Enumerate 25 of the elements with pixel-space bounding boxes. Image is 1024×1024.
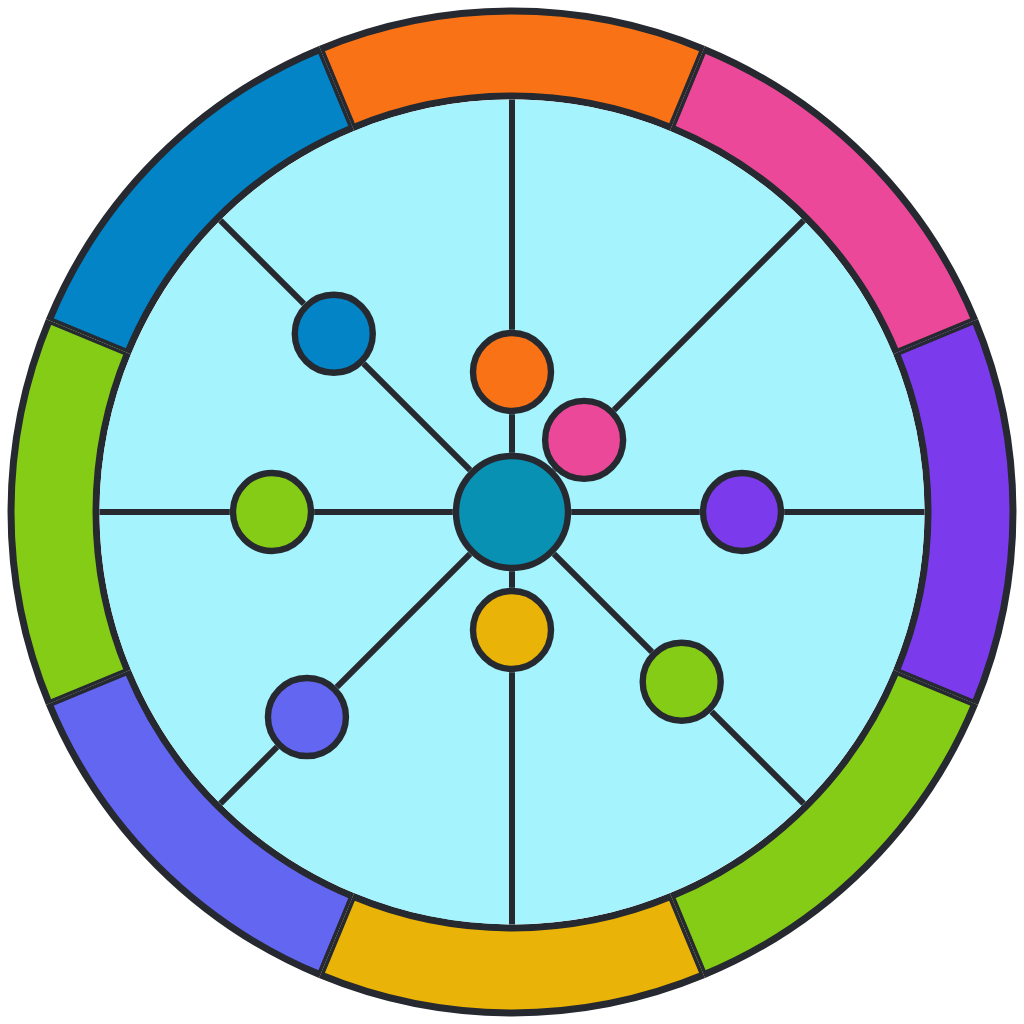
ring-segment bbox=[318, 7, 706, 131]
spoke-line bbox=[509, 99, 515, 330]
ring-segment bbox=[7, 318, 131, 706]
ring-segment bbox=[669, 45, 979, 355]
hub-circle bbox=[452, 452, 572, 572]
spoke-line bbox=[218, 218, 307, 307]
ring-segment bbox=[45, 669, 355, 979]
spoke-line bbox=[218, 744, 280, 806]
ring-segment bbox=[669, 669, 979, 979]
spoke-line bbox=[99, 509, 230, 515]
ring-segment bbox=[893, 318, 1017, 706]
spoke-line bbox=[551, 551, 654, 654]
ring-segment bbox=[45, 45, 355, 355]
ring-segment bbox=[318, 893, 706, 1017]
spoke-line bbox=[509, 672, 515, 925]
spoke-line bbox=[571, 509, 700, 515]
spoke-line bbox=[334, 551, 473, 690]
spoke-line bbox=[709, 709, 806, 806]
spoke-line bbox=[361, 361, 473, 473]
spoke-line bbox=[611, 218, 806, 413]
spoke-line bbox=[551, 467, 557, 473]
spoke-line bbox=[509, 571, 515, 588]
spoke-line bbox=[784, 509, 925, 515]
spoke-line bbox=[509, 414, 515, 453]
spoke-line bbox=[314, 509, 453, 515]
